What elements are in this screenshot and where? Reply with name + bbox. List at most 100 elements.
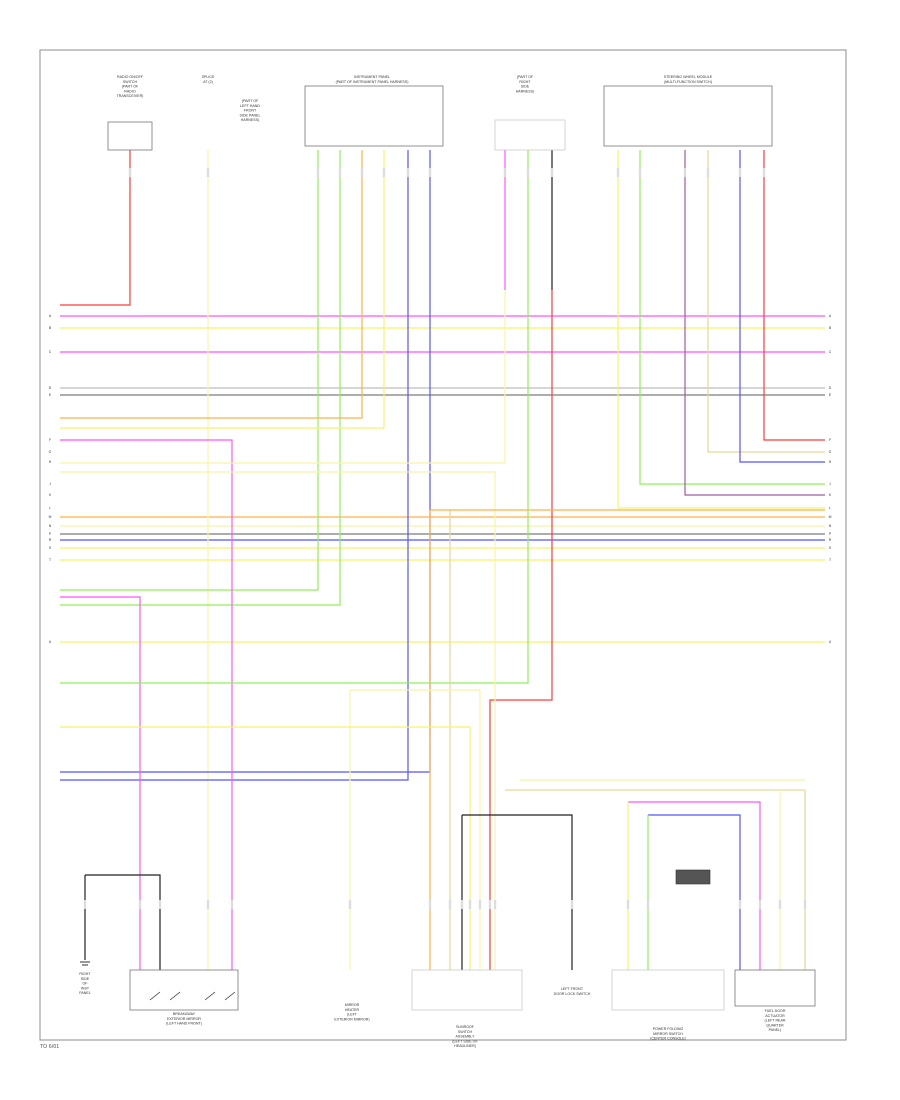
folding-label-line: MIRROR SWITCH <box>653 1032 683 1036</box>
module-wire <box>639 150 825 485</box>
ignition-label-line: SPLICE <box>202 75 215 79</box>
folding-label-line: (CENTER CONSOLE) <box>650 1037 686 1041</box>
diagram-frame <box>39 49 847 1041</box>
mirror-switch-box <box>129 969 239 1011</box>
sunroof-label-line: ASSEMBLY <box>455 1035 475 1039</box>
pin-letter: M <box>829 515 832 519</box>
pin-letter: T <box>829 558 831 562</box>
pin-letter: R <box>829 538 832 542</box>
radio-switch-box <box>107 121 153 151</box>
wire-tag <box>230 900 234 909</box>
wire-tag <box>706 168 710 177</box>
pin-letter: S <box>49 546 52 550</box>
wire-tag <box>778 900 782 909</box>
ground-wire <box>85 874 161 970</box>
pin-letter: L <box>49 506 51 510</box>
instrument-cluster-box <box>304 85 444 147</box>
fuse-wire <box>489 290 553 970</box>
switch-contact <box>149 991 161 1001</box>
wire-tag <box>803 900 807 909</box>
pin-letter: C <box>49 350 52 354</box>
component-group <box>80 85 816 1011</box>
fuel-door-label-line: PANEL) <box>769 1028 782 1032</box>
wire-tag <box>683 168 687 177</box>
pin-letter: J <box>49 482 51 486</box>
module-wire <box>763 150 825 441</box>
cluster-right-label-line: HARNESS) <box>516 89 535 93</box>
folding-wire <box>505 789 806 970</box>
wire-tag <box>468 900 472 909</box>
wire-tag <box>206 900 210 909</box>
fuse-wire <box>60 290 529 684</box>
folding-wire <box>648 814 741 970</box>
wire-tag <box>762 168 766 177</box>
cluster-wire <box>60 150 409 781</box>
sunroof-wire <box>60 726 471 970</box>
mirror-label-line: BREAKAWAY <box>173 1012 196 1016</box>
cluster-label-line: (PART OF INSTRUMENT PANEL HARNESS) <box>336 80 409 84</box>
pin-letter: P <box>49 532 52 536</box>
module-label-line: STEERING WHEEL MODULE <box>664 75 713 79</box>
pin-letter: L <box>829 506 831 510</box>
ground-label-line: PANEL <box>79 991 91 995</box>
radio-label-line: SWITCH <box>123 80 138 84</box>
mirror-feed-wire <box>60 596 141 970</box>
pin-letter: U <box>829 640 832 644</box>
fuse-wire <box>60 471 496 970</box>
ignition-label-line: AT (2) <box>203 80 213 84</box>
pin-letter: A <box>829 314 832 318</box>
pin-letter: U <box>49 640 52 644</box>
wire-tag <box>382 168 386 177</box>
pin-letter: D <box>829 386 832 390</box>
ground-label-line: OF <box>83 982 89 986</box>
door-lock-label-line: DOOR LOCK SWITCH <box>554 992 591 996</box>
wire-tag <box>550 168 554 177</box>
pin-letter: G <box>49 450 52 454</box>
cluster-right-label-line: SIDE <box>521 85 530 89</box>
fuse-wire <box>60 290 506 464</box>
actuator-motor-symbol <box>675 869 711 885</box>
wire-tag <box>646 900 650 909</box>
mirror-heater-label-line: MIRROR <box>345 1003 360 1007</box>
pin-letter: G <box>829 450 832 454</box>
wire-tag <box>460 900 464 909</box>
wire-tag <box>83 900 87 909</box>
sunroof-label-line: SUNROOF <box>456 1025 475 1029</box>
sunroof-wire <box>462 814 573 970</box>
cluster-wire <box>60 150 341 606</box>
folding-wire <box>628 801 761 970</box>
fuel-door-label-line: (LEFT REAR <box>765 1019 786 1023</box>
wire-tag <box>360 168 364 177</box>
pin-letter: R <box>49 538 52 542</box>
wire-tag <box>526 168 530 177</box>
wire-tag <box>428 900 432 909</box>
wire-tag <box>158 900 162 909</box>
wire-tag <box>616 168 620 177</box>
sunroof-label-line: HEADLINER) <box>454 1044 476 1048</box>
switch-contact <box>169 991 181 1001</box>
module-label-line: (MULTI-FUNCTION SWITCH) <box>664 80 712 84</box>
mirror-heater-label-line: HEATER <box>345 1008 360 1012</box>
mirror-feed-wire <box>60 439 233 970</box>
cluster-wire <box>60 150 319 591</box>
pin-letter: K <box>829 493 832 497</box>
ignition-side-label-line: HARNESS) <box>241 118 260 122</box>
ground-label-line: SIDE <box>81 977 90 981</box>
wire-group <box>60 150 825 970</box>
pin-letter: B <box>49 326 52 330</box>
folding-mirror-box <box>611 969 725 1011</box>
wire-tag <box>488 900 492 909</box>
wire-tag <box>348 900 352 909</box>
pin-letter: H <box>829 460 832 464</box>
wire-tag <box>428 168 432 177</box>
wire-tag <box>738 168 742 177</box>
mirror-label-line: (LEFT HAND FRONT) <box>166 1022 202 1026</box>
mirror-label-line: EXTERIOR MIRROR <box>167 1017 201 1021</box>
fuel-door-label-line: FUEL DOOR <box>765 1009 786 1013</box>
pin-letter: H <box>49 460 52 464</box>
pin-letter: E <box>49 393 52 397</box>
door-lock-label-line: LEFT FRONT <box>561 987 584 991</box>
wire-tag <box>626 900 630 909</box>
switch-contact <box>224 991 236 1001</box>
cluster-label-line: INSTRUMENT PANEL <box>354 75 390 79</box>
